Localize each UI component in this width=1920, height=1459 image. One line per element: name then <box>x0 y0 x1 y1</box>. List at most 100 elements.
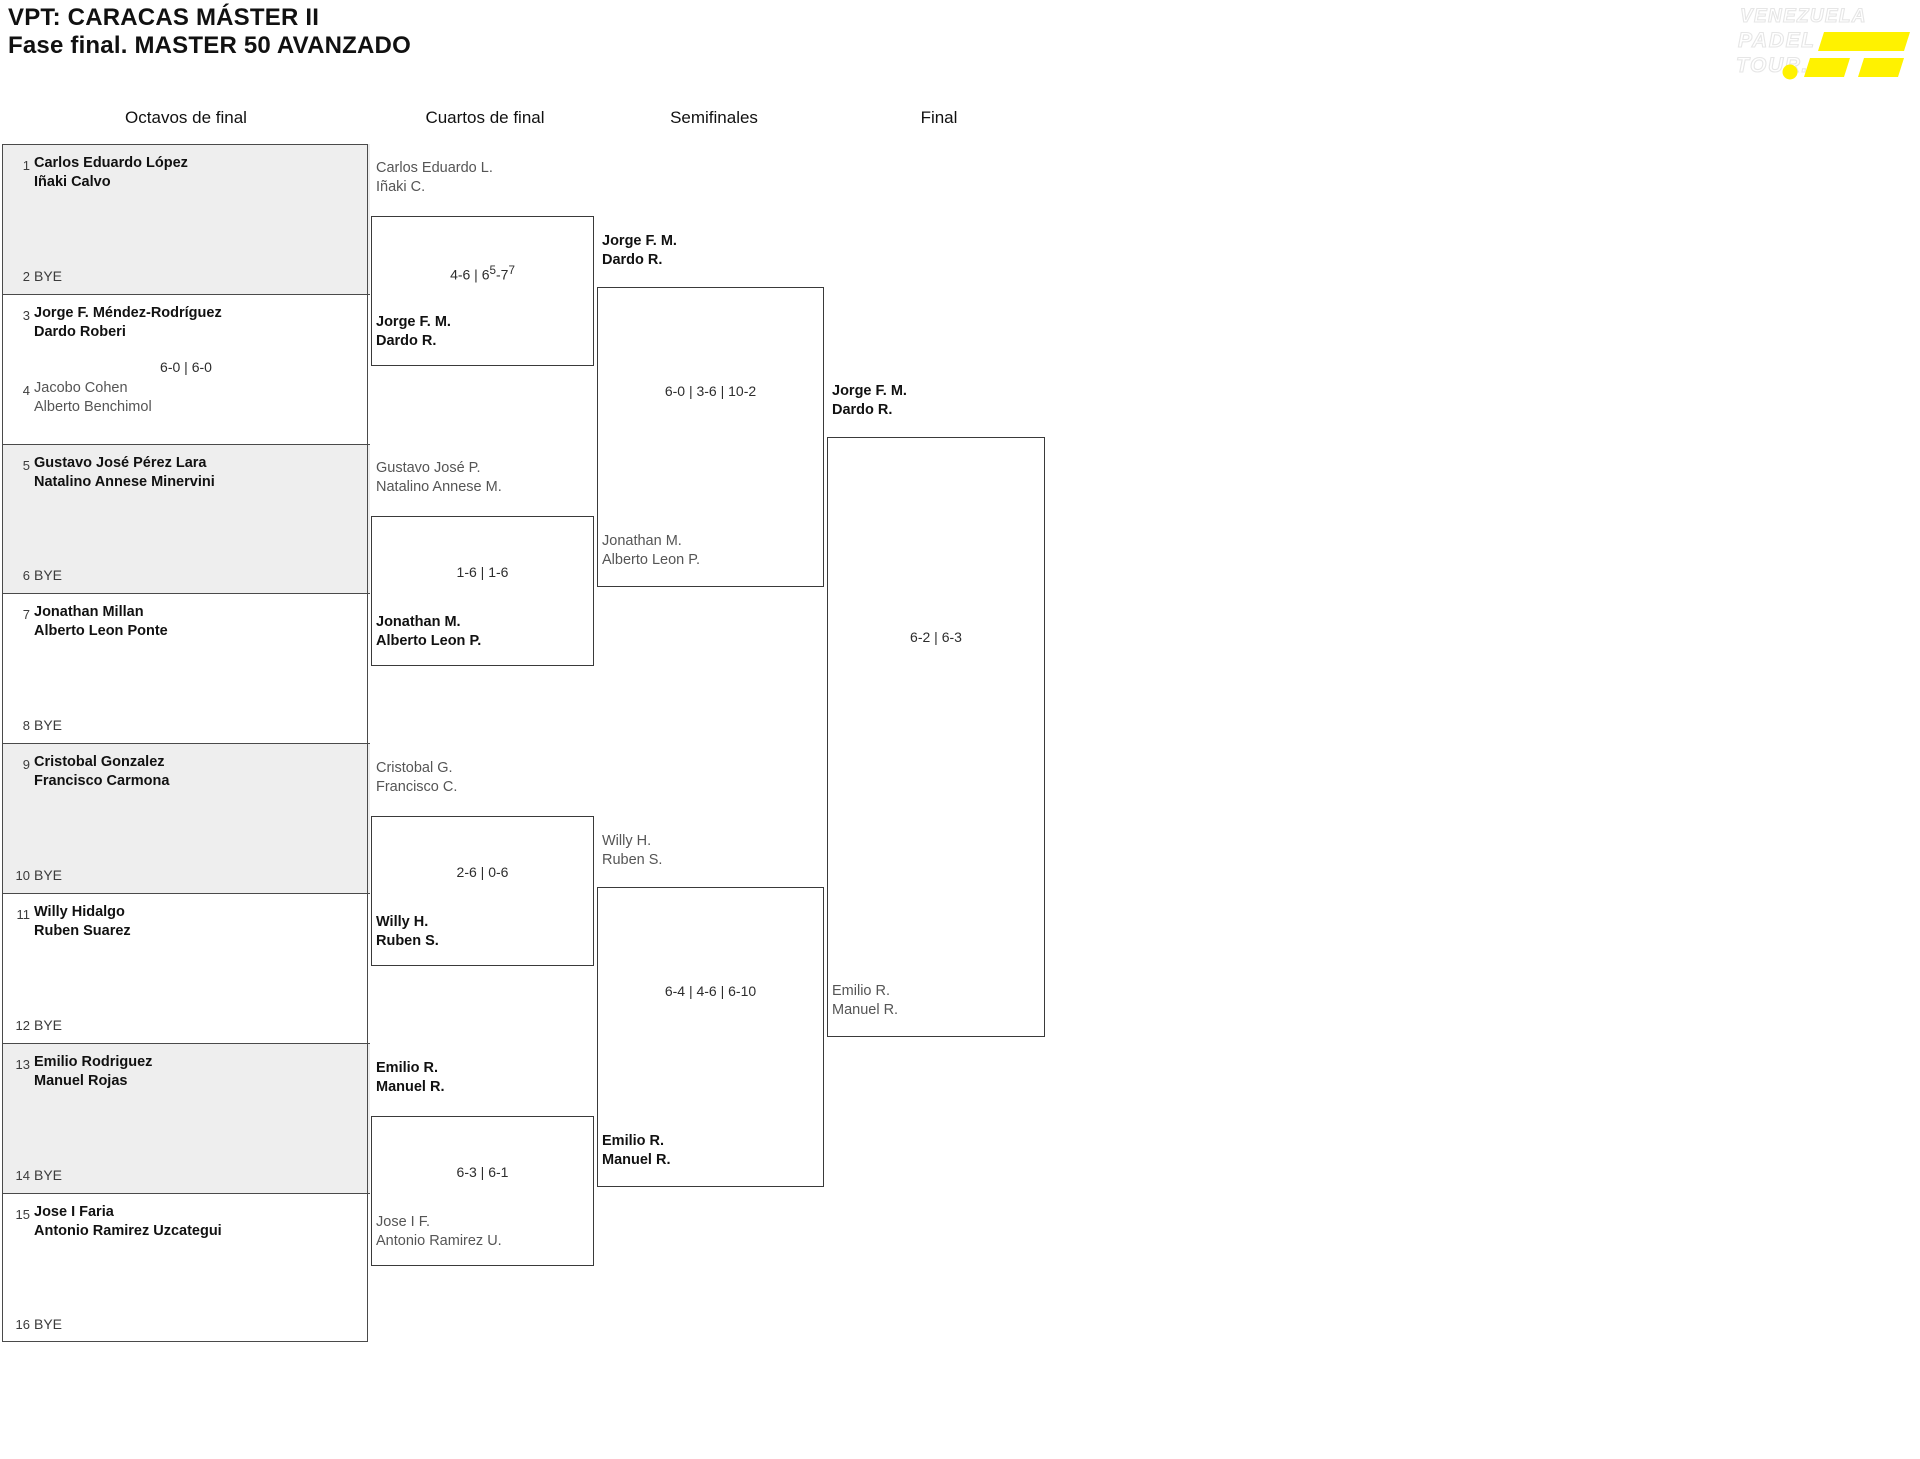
player-1-name: BYE <box>34 267 63 284</box>
round2-entrant-top[interactable]: Emilio R.Manuel R. <box>376 1059 444 1097</box>
player-1-name: Jorge F. Méndez-Rodríguez <box>34 304 222 321</box>
player-2-name: Antonio Ramirez U. <box>376 1233 502 1249</box>
round1-row-divider <box>2 593 370 595</box>
round1-row-divider <box>2 293 370 295</box>
seed-number: 5 <box>22 457 30 473</box>
round2-entrant-bottom[interactable]: Jonathan M.Alberto Leon P. <box>376 613 481 651</box>
seed-number: 4 <box>22 382 30 398</box>
seed-number: 16 <box>15 1317 30 1333</box>
round1-match-score: 6-0 | 6-0 <box>160 358 212 375</box>
round3-match-box: 6-0 | 3-6 | 10-2 <box>597 287 824 587</box>
player-2-name: Natalino Annese M. <box>376 479 502 495</box>
player-1-name: Emilio Rodriguez <box>34 1053 153 1070</box>
player-1-name: Emilio R. <box>602 1133 665 1149</box>
player-2-name: Alberto Leon P. <box>602 552 701 568</box>
seed-number: 1 <box>22 158 30 173</box>
player-1-name: BYE <box>34 1166 63 1183</box>
logo-text-venezuela: VENEZUELA <box>1740 6 1867 27</box>
round2-match-box: 2-6 | 0-6 <box>371 816 594 966</box>
player-2-name: Francisco C. <box>376 779 458 795</box>
round3-entrant-bottom[interactable]: Emilio R. Manuel R. <box>602 1132 670 1170</box>
player-1-name: Jorge F. M. <box>376 314 451 330</box>
round-header-semifinales: Semifinales <box>670 108 758 127</box>
player-1-name: Emilio R. <box>832 983 891 999</box>
round-header-octavos: Octavos de final <box>125 108 247 127</box>
round2-entrant-bottom[interactable]: Willy H.Ruben S. <box>376 913 439 951</box>
round1-row-divider <box>2 743 370 745</box>
round2-entrant-bottom[interactable]: Jorge F. M. Dardo R. <box>376 313 451 351</box>
round4-entrant-top[interactable]: Jorge F. M.Dardo R. <box>832 382 907 420</box>
round2-entrant-top[interactable]: Cristobal G. Francisco C. <box>376 759 457 797</box>
round3-match-box: 6-4 | 4-6 | 6-10 <box>597 887 824 1187</box>
player-1-name: Cristobal Gonzalez <box>34 754 165 771</box>
round3-entrant-top[interactable]: Jorge F. M.Dardo R. <box>602 232 677 270</box>
player-2-name: Natalino Annese Minervini <box>34 473 215 490</box>
logo-text-padel: PADEL <box>1738 29 1816 52</box>
player-2-name: Alberto Leon P. <box>376 633 482 649</box>
player-1-name: Gustavo José Pérez Lara <box>34 454 207 471</box>
team-names: BYE <box>34 1016 62 1035</box>
player-2-name: Dardo R. <box>832 402 893 418</box>
seed-number: 10 <box>15 867 30 883</box>
player-1-name: Cristobal G. <box>376 760 453 776</box>
player-1-name: Emilio R. <box>376 1060 439 1076</box>
player-1-name: Carlos Eduardo López <box>34 155 188 171</box>
player-1-name: Jose I F. <box>376 1214 430 1230</box>
player-1-name: Jose I Faria <box>34 1203 114 1220</box>
player-2-name: Dardo R. <box>376 333 437 349</box>
round3-match-score: 6-4 | 4-6 | 6-10 <box>664 983 757 1000</box>
player-1-name: BYE <box>34 1016 63 1033</box>
player-1-name: BYE <box>34 866 63 883</box>
seed-number: 2 <box>22 268 30 284</box>
round2-entrant-top[interactable]: Carlos Eduardo L.Iñaki C. <box>376 159 493 197</box>
team-names: BYE <box>34 716 62 735</box>
seed-number: 9 <box>22 757 30 773</box>
page-title: VPT: CARACAS MÁSTER II Fase final. MASTE… <box>8 4 908 60</box>
round1-row-divider <box>2 893 370 894</box>
seed-number: 12 <box>15 1017 30 1033</box>
round1-shaded-band <box>2 743 370 893</box>
round3-entrant-bottom[interactable]: Jonathan M.Alberto Leon P. <box>602 532 700 570</box>
player-2-name: Alberto Benchimol <box>34 398 152 415</box>
seed-number: 14 <box>15 1167 30 1183</box>
player-2-name: Manuel R. <box>602 1152 671 1168</box>
player-2-name: Ruben S. <box>376 933 439 949</box>
round1-row-divider <box>2 1042 370 1044</box>
player-1-name: Willy Hidalgo <box>34 904 125 920</box>
seed-number: 8 <box>22 718 30 734</box>
round2-entrant-bottom[interactable]: Jose I F. Antonio Ramirez U. <box>376 1213 502 1251</box>
round1-shaded-band <box>2 144 370 294</box>
round4-match-score: 6-2 | 6-3 <box>910 629 962 646</box>
player-1-name: Willy H. <box>602 833 652 849</box>
round3-entrant-top[interactable]: Willy H.Ruben S. <box>602 832 662 870</box>
seed-number: 7 <box>22 607 30 623</box>
round2-entrant-top[interactable]: Gustavo José P.Natalino Annese M. <box>376 459 502 497</box>
round4-entrant-bottom[interactable]: Emilio R.Manuel R. <box>832 982 898 1020</box>
round2-match-box: 6-3 | 6-1 <box>371 1116 594 1266</box>
player-2-name: Iñaki C. <box>376 179 426 195</box>
